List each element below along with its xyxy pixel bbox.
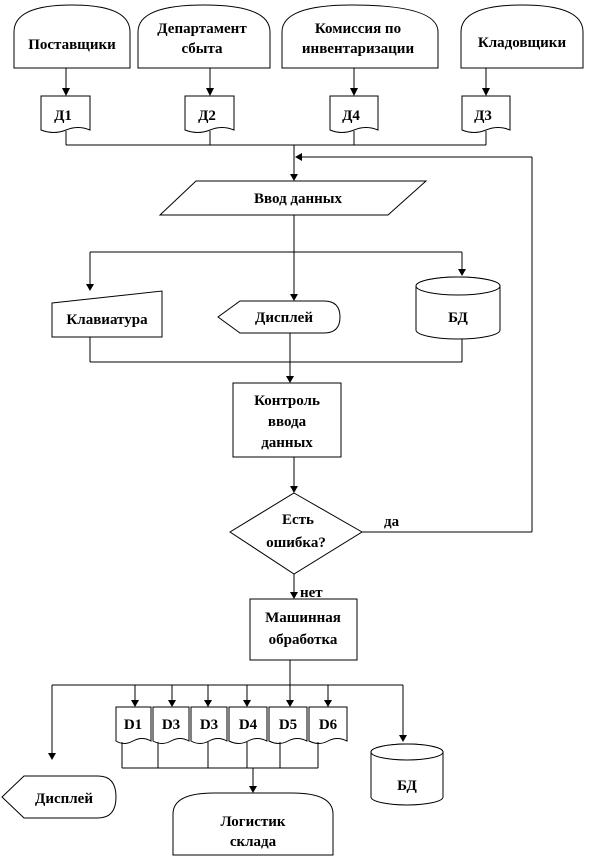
output-document-d4: D4 bbox=[228, 706, 268, 744]
data-entry-label: Ввод данных bbox=[254, 191, 342, 207]
document-d4-label: Д4 bbox=[342, 108, 360, 124]
source-inventory-commission-label-line2: инвентаризации bbox=[302, 41, 415, 57]
output-document-d3-second: D3 bbox=[190, 706, 228, 744]
database-output: БД bbox=[370, 743, 444, 806]
error-decision-label-line1: Есть bbox=[282, 512, 314, 528]
document-d2: Д2 bbox=[184, 95, 235, 133]
output-document-d6-label: D6 bbox=[319, 717, 338, 733]
output-document-d5-label: D5 bbox=[279, 717, 297, 733]
warehouse-logistics-label-line1: Логистик bbox=[220, 814, 285, 830]
database-input-label: БД bbox=[448, 310, 468, 326]
source-storekeepers-label: Кладовщики bbox=[478, 35, 567, 51]
output-document-d1: D1 bbox=[115, 706, 152, 744]
machine-processing-label-line1: Машинная bbox=[265, 610, 341, 626]
source-suppliers-label: Поставщики bbox=[28, 37, 116, 53]
input-control-label-line3: данных bbox=[261, 435, 313, 451]
source-inventory-commission: Комиссия по инвентаризации bbox=[281, 4, 439, 69]
source-storekeepers: Кладовщики bbox=[460, 4, 584, 69]
machine-processing: Машинная обработка bbox=[249, 598, 358, 661]
output-document-d1-label: D1 bbox=[124, 717, 142, 733]
display-output-label: Дисплей bbox=[35, 791, 93, 807]
document-d1: Д1 bbox=[40, 95, 91, 133]
decision-yes-label: да bbox=[384, 514, 400, 530]
warehouse-logistics: Логистик склада bbox=[172, 792, 334, 856]
warehouse-logistics-label-line2: склада bbox=[230, 834, 277, 850]
document-d3: Д3 bbox=[461, 95, 511, 133]
output-document-d5: D5 bbox=[268, 706, 308, 744]
machine-processing-label-line2: обработка bbox=[269, 632, 338, 648]
source-sales-department-label-line1: Департамент bbox=[157, 21, 247, 37]
input-control-label-line1: Контроль bbox=[254, 393, 320, 409]
output-document-d6: D6 bbox=[308, 706, 348, 744]
output-document-d3-second-label: D3 bbox=[200, 717, 218, 733]
data-entry: Ввод данных bbox=[158, 180, 428, 216]
input-control: Контроль ввода данных bbox=[232, 382, 342, 458]
output-document-d3-first-label: D3 bbox=[162, 717, 180, 733]
input-control-label-line2: ввода bbox=[268, 414, 307, 430]
source-sales-department: Департамент сбыта bbox=[137, 4, 271, 69]
document-d3-label: Д3 bbox=[474, 108, 492, 124]
keyboard-label: Клавиатура bbox=[66, 312, 148, 328]
error-decision-label-line2: ошибка? bbox=[266, 535, 326, 551]
document-d1-label: Д1 bbox=[54, 108, 72, 124]
document-d2-label: Д2 bbox=[198, 108, 216, 124]
database-output-label: БД bbox=[397, 778, 417, 794]
source-suppliers: Поставщики bbox=[13, 4, 131, 69]
source-sales-department-label-line2: сбыта bbox=[181, 41, 223, 57]
source-inventory-commission-label-line1: Комиссия по bbox=[315, 21, 401, 37]
keyboard: Клавиатура bbox=[51, 290, 163, 338]
display-output: Дисплей bbox=[1, 775, 117, 819]
display-input: Дисплей bbox=[217, 300, 341, 334]
database-input: БД bbox=[415, 276, 501, 340]
output-document-d3-first: D3 bbox=[152, 706, 190, 744]
display-input-label: Дисплей bbox=[255, 310, 313, 326]
document-d4: Д4 bbox=[329, 95, 379, 133]
error-decision: Есть ошибка? bbox=[229, 492, 363, 575]
decision-no-label: нет bbox=[300, 585, 323, 601]
output-document-d4-label: D4 bbox=[239, 717, 258, 733]
